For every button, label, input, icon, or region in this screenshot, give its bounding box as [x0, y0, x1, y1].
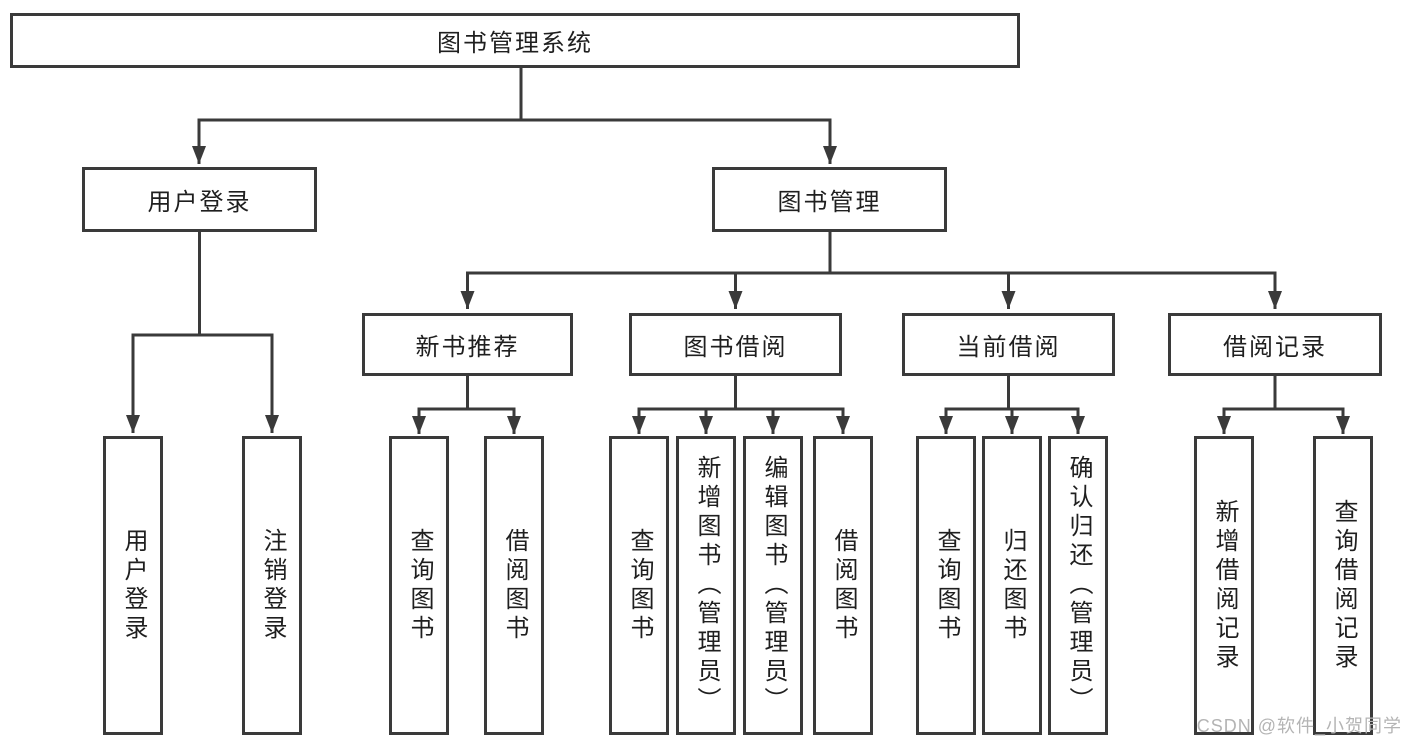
- node-book-management: 图书管理: [712, 167, 947, 232]
- leaf-query-borrow-record-label: 查询借阅记录: [1330, 498, 1357, 673]
- leaf-edit-book-admin: 编辑图书（管理员）: [743, 436, 803, 735]
- leaf-user-login-label: 用户登录: [120, 527, 147, 644]
- node-current-borrowing-label: 当前借阅: [956, 334, 1061, 361]
- leaf-borrow-books-borrowing: 借阅图书: [813, 436, 873, 735]
- node-user-login: 用户登录: [82, 167, 317, 232]
- leaf-return-book: 归还图书: [982, 436, 1042, 735]
- node-library-system-label: 图书管理系统: [437, 30, 593, 57]
- node-borrowing-records-label: 借阅记录: [1223, 334, 1327, 361]
- node-book-borrowing: 图书借阅: [629, 313, 842, 376]
- node-user-login-label: 用户登录: [147, 189, 252, 216]
- leaf-query-books-recommend-label: 查询图书: [406, 527, 433, 644]
- node-library-system: 图书管理系统: [10, 13, 1020, 68]
- leaf-borrow-books-recommend: 借阅图书: [484, 436, 544, 735]
- leaf-add-book-admin-label: 新增图书（管理员）: [693, 455, 720, 716]
- leaf-query-books-borrowing-label: 查询图书: [626, 527, 653, 644]
- leaf-query-books-borrowing: 查询图书: [609, 436, 669, 735]
- leaf-borrow-books-recommend-label: 借阅图书: [501, 527, 528, 644]
- leaf-confirm-return-admin: 确认归还（管理员）: [1048, 436, 1108, 735]
- leaf-confirm-return-admin-label: 确认归还（管理员）: [1065, 455, 1092, 716]
- leaf-query-books-current: 查询图书: [916, 436, 976, 735]
- leaf-logout: 注销登录: [242, 436, 302, 735]
- node-borrowing-records: 借阅记录: [1168, 313, 1382, 376]
- leaf-return-book-label: 归还图书: [999, 527, 1026, 644]
- leaf-user-login: 用户登录: [103, 436, 163, 735]
- leaf-edit-book-admin-label: 编辑图书（管理员）: [760, 455, 787, 716]
- node-book-management-label: 图书管理: [777, 189, 882, 216]
- leaf-add-book-admin: 新增图书（管理员）: [676, 436, 736, 735]
- leaf-query-books-recommend: 查询图书: [389, 436, 449, 735]
- csdn-watermark: CSDN @软件_小贺同学: [1196, 716, 1402, 736]
- leaf-add-borrow-record: 新增借阅记录: [1194, 436, 1254, 735]
- leaf-add-borrow-record-label: 新增借阅记录: [1211, 498, 1238, 673]
- leaf-logout-label: 注销登录: [259, 527, 286, 644]
- leaf-query-borrow-record: 查询借阅记录: [1313, 436, 1373, 735]
- node-current-borrowing: 当前借阅: [902, 313, 1115, 376]
- node-book-borrowing-label: 图书借阅: [683, 334, 788, 361]
- leaf-query-books-current-label: 查询图书: [933, 527, 960, 644]
- node-new-book-recommend-label: 新书推荐: [415, 334, 520, 361]
- node-new-book-recommend: 新书推荐: [362, 313, 573, 376]
- leaf-borrow-books-borrowing-label: 借阅图书: [830, 527, 857, 644]
